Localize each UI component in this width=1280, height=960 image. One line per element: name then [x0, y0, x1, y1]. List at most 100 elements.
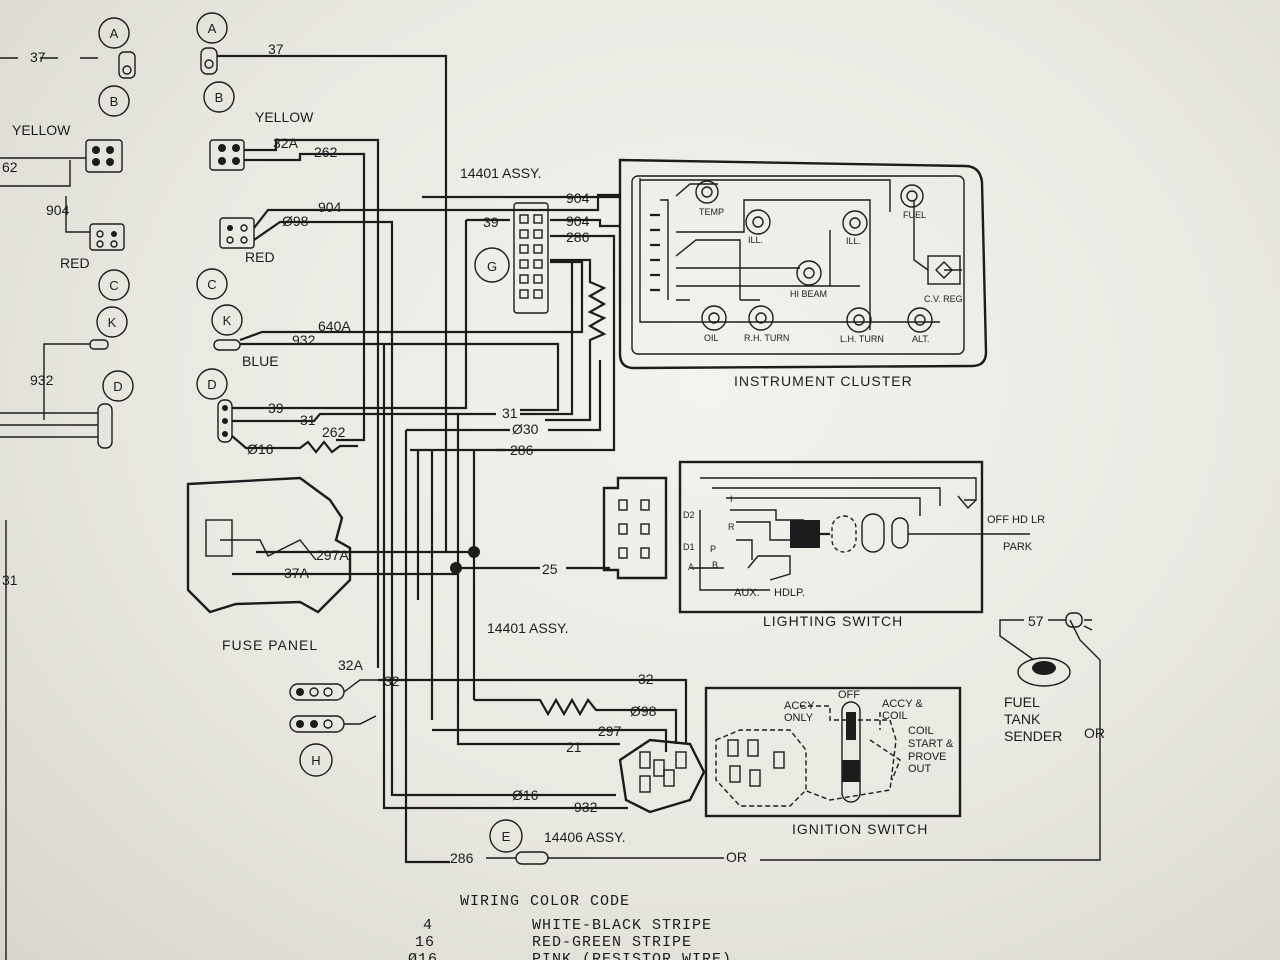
wire-030-label: Ø30: [512, 421, 539, 437]
fuel-sender-l3: SENDER: [1004, 728, 1062, 744]
wire-39-d-label: 39: [268, 400, 284, 416]
cluster-temp: TEMP: [699, 207, 724, 217]
assy-14401-bottom: 14401 ASSY.: [487, 620, 568, 636]
wire-286-bottom-label: 286: [450, 850, 474, 866]
ls-off-hd-lr: OFF HD LR: [987, 514, 1045, 526]
wire-932-left-label: 932: [30, 372, 54, 388]
cluster-ill2: ILL.: [846, 236, 861, 246]
cluster-ill1: ILL.: [748, 235, 763, 245]
color-code-row-2-code: 16: [415, 934, 435, 951]
color-code-row-3-code: Ø16: [408, 951, 438, 960]
centre-connectors: A B YELLOW RED C K BLUE D: [196, 12, 314, 443]
wire-62-left-label: 62: [2, 159, 18, 175]
wire-904-left-label: 904: [46, 202, 70, 218]
wire-39-g-label: 39: [483, 214, 499, 230]
ign-accy-only-2: ONLY: [784, 712, 814, 724]
wire-31-r-label: 31: [502, 405, 518, 421]
ls-aux: AUX.: [734, 587, 760, 599]
ls-pin-d1: D1: [683, 542, 695, 552]
ls-park: PARK: [1003, 541, 1033, 553]
wire-262-label: 262: [314, 144, 338, 160]
wire-016-ign-label: Ø16: [512, 787, 539, 803]
cluster-rh-turn: R.H. TURN: [744, 333, 789, 343]
ls-pin-b: B: [712, 560, 718, 570]
lighting-switch-title: LIGHTING SWITCH: [763, 613, 903, 629]
cluster-oil: OIL: [704, 333, 719, 343]
wire-098-label: Ø98: [282, 213, 309, 229]
wire-016-d-label: Ø16: [247, 441, 274, 457]
fuel-sender-l2: TANK: [1004, 711, 1041, 727]
ls-pin-i: I: [730, 494, 733, 504]
ls-pin-r: R: [728, 522, 735, 532]
connector-k: K: [223, 313, 232, 328]
connector-g: G: [487, 259, 497, 274]
h-connector: 32A H: [289, 657, 380, 777]
wire-640a-label: 640A: [318, 318, 351, 334]
ign-accy-coil-2: COIL: [882, 710, 908, 722]
wire-286-r-label: 286: [510, 442, 534, 458]
wire-32a-h-label: 32A: [338, 657, 364, 673]
color-code-title: WIRING COLOR CODE: [460, 893, 630, 910]
ign-accy-only-1: ACCY: [784, 700, 815, 712]
ign-coil-2: START &: [908, 738, 954, 750]
wire-32-l-label: 32: [384, 673, 400, 689]
wire-098-ign-label: Ø98: [630, 703, 657, 719]
wire-25-label: 25: [542, 561, 558, 577]
assy-14401-top: 14401 ASSY.: [460, 165, 541, 181]
wiring-color-code: WIRING COLOR CODE 4 WHITE-BLACK STRIPE 1…: [408, 893, 732, 960]
wire-904-a-label: 904: [318, 199, 342, 215]
red-label: RED: [245, 249, 275, 265]
fuel-sender-l1: FUEL: [1004, 694, 1040, 710]
yellow-label: YELLOW: [255, 109, 314, 125]
wire-21-label: 21: [566, 739, 582, 755]
ign-coil-3: PROVE: [908, 751, 947, 763]
wire-904-b-label: 904: [566, 190, 590, 206]
left-yellow-label: YELLOW: [12, 122, 71, 138]
cluster-cvreg: C.V. REG.: [924, 294, 965, 304]
wire-297-label: 297: [598, 723, 622, 739]
color-code-row-2-desc: RED-GREEN STRIPE: [532, 934, 692, 951]
wire-262-d-label: 262: [322, 424, 346, 440]
ignition-switch-title: IGNITION SWITCH: [792, 821, 928, 837]
left-connector-column: A 37 B YELLOW 62 904 RED C K 932 D 31: [0, 17, 136, 960]
cluster-fuel: FUEL: [903, 210, 926, 220]
ign-accy-coil-1: ACCY &: [882, 698, 923, 710]
connector-d: D: [207, 377, 216, 392]
ls-hdlp: HDLP.: [774, 587, 805, 599]
connector-d-left: D: [113, 379, 122, 394]
blue-label: BLUE: [242, 353, 279, 369]
wire-297a-label: 297A: [316, 547, 349, 563]
or-label-2: OR: [726, 849, 747, 865]
wire-31-d-label: 31: [300, 412, 316, 428]
ls-pin-p: P: [710, 544, 716, 554]
connector-b: B: [215, 90, 224, 105]
wire-57-label: 57: [1028, 613, 1044, 629]
instrument-cluster-title: INSTRUMENT CLUSTER: [734, 373, 913, 389]
connector-c: C: [207, 277, 216, 292]
cluster-hibeam: HI BEAM: [790, 289, 827, 299]
color-code-row-3-desc: PINK (RESISTOR WIRE): [532, 951, 732, 960]
ls-pin-d2: D2: [683, 510, 695, 520]
or-label-1: OR: [1084, 725, 1105, 741]
fuel-tank-sender: 57 FUEL TANK SENDER OR: [760, 612, 1105, 861]
trunk-wires: 37 32A 262 904 Ø98 904 904 286 39 640A 9…: [217, 41, 628, 864]
lighting-switch: D2 D1 A P B R I AUX. HDLP. OFF HD LR PAR…: [602, 460, 1045, 629]
connector-k-left: K: [108, 315, 117, 330]
left-red-label: RED: [60, 255, 90, 271]
wire-32a-label: 32A: [273, 135, 299, 151]
color-code-row-1-code: 4: [423, 917, 433, 934]
wire-37a-label: 37A: [284, 565, 310, 581]
wire-37-label: 37: [268, 41, 284, 57]
wire-932-k-label: 932: [292, 332, 316, 348]
connector-c-left: C: [109, 278, 118, 293]
g-assembly-connector: 14401 ASSY. G: [460, 165, 549, 314]
fuse-panel: FUSE PANEL: [186, 476, 352, 653]
instrument-cluster: TEMP FUEL ILL. ILL. HI BEAM C.V. REG. OI…: [618, 158, 988, 389]
connector-a: A: [208, 21, 217, 36]
cluster-alt: ALT.: [912, 334, 929, 344]
wire-932-ign-label: 932: [574, 799, 598, 815]
connector-a-left: A: [110, 26, 119, 41]
ign-off: OFF: [838, 689, 860, 701]
